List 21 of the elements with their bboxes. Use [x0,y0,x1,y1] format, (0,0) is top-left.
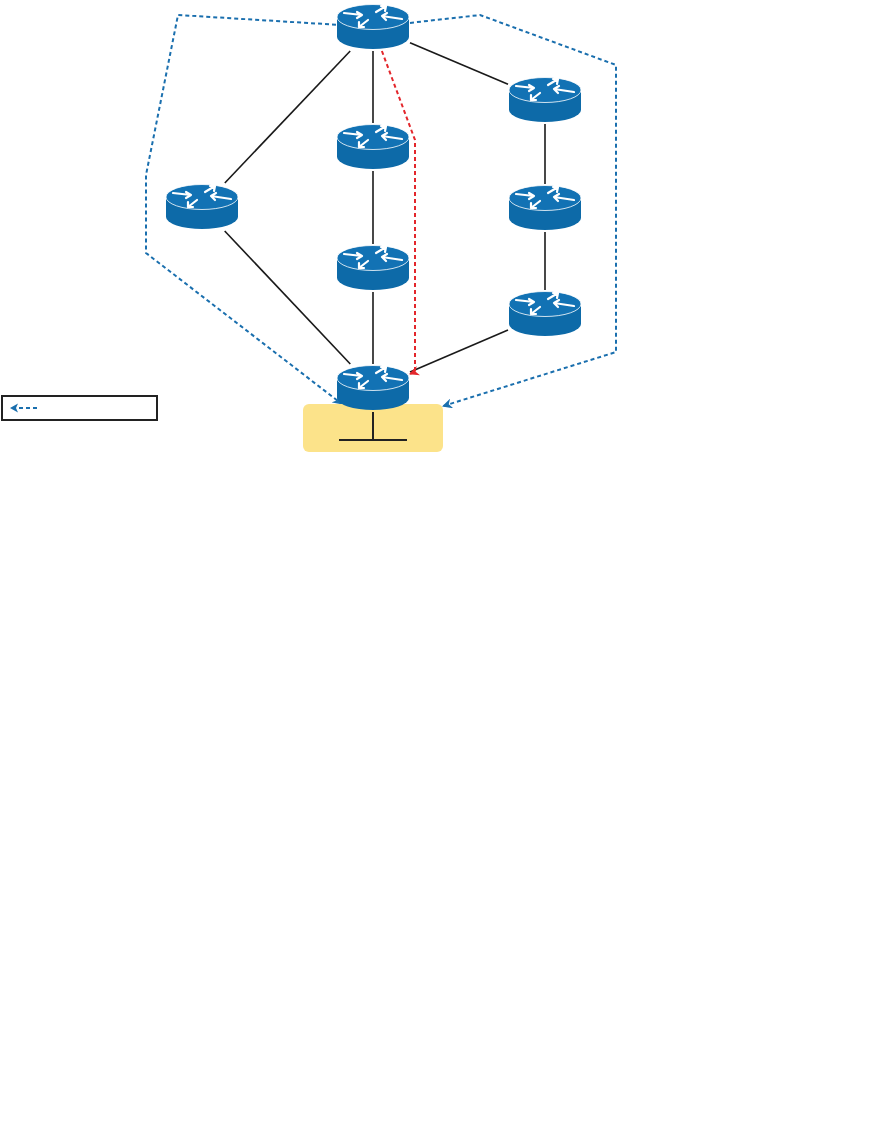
network-segment-box [303,404,443,452]
router-icon [165,183,239,231]
link-line [224,50,351,184]
router-icon [508,290,582,338]
dashed-arrow [380,50,421,376]
router-icon [336,364,410,412]
router-icon [508,184,582,232]
router-icon [336,123,410,171]
link-line [409,41,509,86]
router-icon [336,3,410,51]
link-line [409,329,509,373]
legend-box [1,395,158,421]
link-line [544,231,546,291]
link-line [372,50,374,124]
dashed-arrow [409,13,617,409]
link-line [544,123,546,185]
link-line [372,170,374,245]
link-line [372,291,374,365]
router-icon [336,244,410,292]
router-icon [508,76,582,124]
link-line [223,230,352,365]
